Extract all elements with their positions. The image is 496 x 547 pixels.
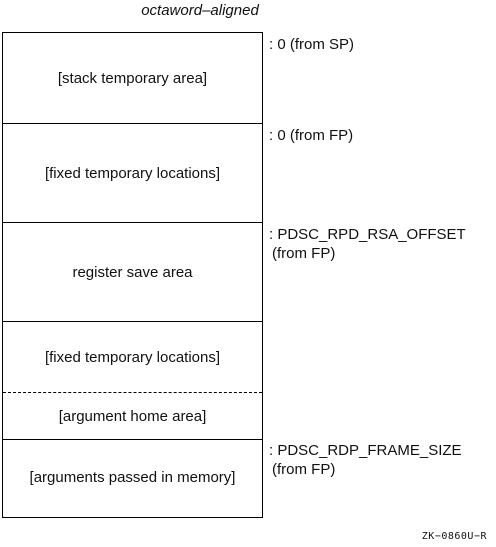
divider-line — [3, 439, 262, 440]
figure-id: ZK−0860U−R — [421, 531, 487, 542]
offset-label-from-fp: : 0 (from FP) — [269, 126, 353, 145]
diagram-caption: octaword–aligned — [141, 2, 259, 19]
divider-line — [3, 222, 262, 223]
divider-line — [3, 123, 262, 124]
offset-label-line: (from FP) — [272, 245, 336, 262]
offset-label-line: (from FP) — [272, 461, 336, 478]
offset-label-frame-size: : PDSC_RDP_FRAME_SIZE (from FP) — [269, 441, 462, 479]
section-fixed-temporary-locations-upper: [fixed temporary locations] — [44, 165, 221, 182]
stack-frame: [stack temporary area] [fixed temporary … — [2, 32, 263, 518]
section-argument-home-area: [argument home area] — [58, 407, 207, 425]
offset-label-line: : 0 (from SP) — [269, 36, 355, 53]
divider-dashed-line — [3, 392, 262, 393]
section-register-save-area: register save area — [72, 264, 193, 281]
section-arguments-passed-in-memory: [arguments passed in memory] — [29, 468, 236, 486]
section-fixed-temporary-locations-lower: [fixed temporary locations] — [44, 348, 221, 366]
divider-line — [3, 321, 262, 322]
offset-label-from-sp: : 0 (from SP) — [269, 35, 354, 54]
offset-label-rsa-offset: : PDSC_RPD_RSA_OFFSET (from FP) — [269, 225, 466, 263]
offset-label-line: : 0 (from FP) — [269, 127, 354, 144]
section-stack-temporary-area: [stack temporary area] — [57, 69, 208, 87]
offset-label-line: : PDSC_RPD_RSA_OFFSET — [269, 226, 466, 243]
offset-label-line: : PDSC_RDP_FRAME_SIZE — [269, 442, 462, 459]
